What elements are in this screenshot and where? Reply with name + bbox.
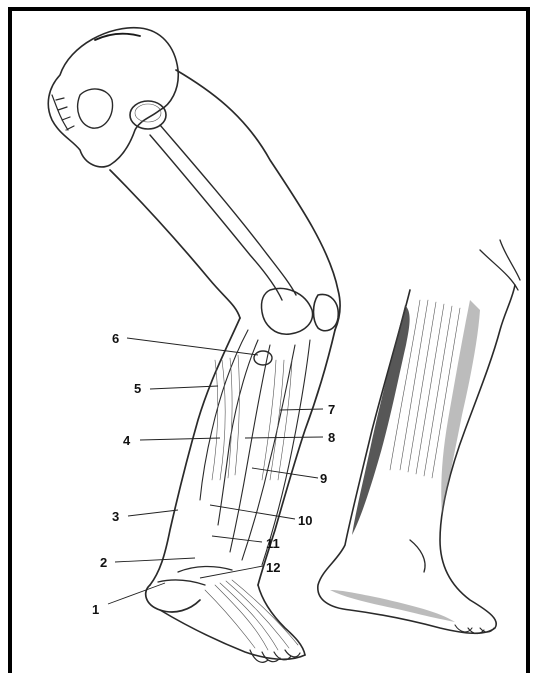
fibula-head [254, 351, 272, 365]
study-ankle-bone [410, 540, 425, 572]
leader-line-4 [140, 438, 220, 440]
knee-joint [261, 288, 312, 334]
gastrocnemius-contour [200, 330, 248, 500]
study-leg-silhouette [318, 285, 515, 633]
callout-9: 9 [320, 471, 327, 486]
callout-11: 11 [266, 536, 280, 551]
leader-line-5 [150, 386, 218, 389]
study-calf-shadow [352, 305, 410, 535]
callout-5: 5 [134, 381, 141, 396]
callout-labels: 1 2 3 4 5 6 7 8 9 10 11 12 [92, 331, 335, 617]
leader-line-12 [200, 566, 263, 578]
leader-line-9 [252, 468, 318, 478]
callout-3: 3 [112, 509, 119, 524]
callout-10: 10 [298, 513, 312, 528]
heel-outline [146, 585, 200, 612]
callout-8: 8 [328, 430, 335, 445]
tibialis-anterior-contour [262, 340, 310, 565]
callout-6: 6 [112, 331, 119, 346]
leader-line-11 [212, 536, 262, 542]
leader-line-3 [128, 510, 178, 516]
extensor-digitorum-contour [242, 345, 295, 560]
anatomical-leg-drawing [48, 28, 340, 663]
leader-line-2 [115, 558, 195, 562]
leader-line-1 [108, 583, 165, 604]
shaded-leg-study [318, 240, 520, 634]
thigh-anterior-outline [176, 70, 340, 330]
peroneus-longus-contour [230, 345, 270, 552]
leader-line-7 [280, 409, 323, 410]
lower-leg-posterior-outline [150, 318, 240, 585]
femur-shaft [150, 125, 296, 300]
callout-2: 2 [100, 555, 107, 570]
callout-4: 4 [123, 433, 131, 448]
foot-sole [160, 610, 305, 659]
knee-patella [314, 294, 339, 330]
study-knee-contour [480, 240, 520, 290]
leader-line-6 [127, 338, 258, 355]
peroneal-retinaculum [158, 580, 205, 585]
callout-12: 12 [266, 560, 280, 575]
thigh-posterior-outline [110, 170, 240, 318]
callout-1: 1 [92, 602, 99, 617]
obturator-foramen [78, 89, 113, 128]
callout-7: 7 [328, 402, 335, 417]
extensor-retinaculum [178, 566, 232, 572]
leader-line-8 [245, 437, 323, 438]
soleus-contour [218, 340, 258, 525]
foot-tendons [205, 580, 298, 650]
